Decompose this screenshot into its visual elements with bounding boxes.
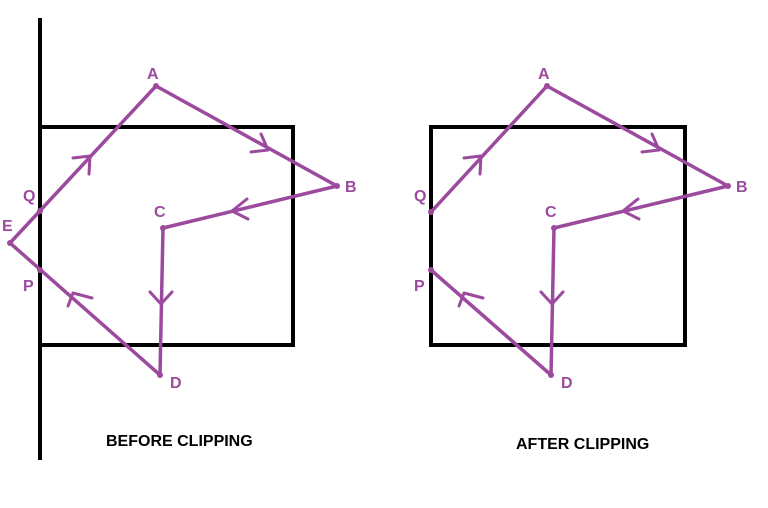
vertex-dots	[428, 83, 731, 378]
polygon-edges	[429, 84, 730, 377]
edge-qa	[429, 84, 549, 214]
direction-arrows	[457, 132, 661, 308]
clip-window	[38, 125, 295, 347]
arrow-on-dp	[457, 291, 485, 308]
vertex-q-dot	[428, 209, 434, 215]
vertex-p-dot	[428, 267, 434, 273]
label-b: B	[345, 179, 357, 196]
arrow-on-ab	[249, 132, 270, 154]
edge-bc	[552, 184, 730, 230]
vertex-p-dot	[37, 267, 43, 273]
arrow-on-ea	[71, 154, 92, 176]
edge-ea	[8, 84, 158, 245]
vertex-dots	[7, 83, 340, 378]
vertex-a-dot	[544, 83, 550, 89]
label-e: E	[2, 218, 13, 235]
label-c: C	[154, 204, 166, 221]
label-c: C	[545, 204, 557, 221]
label-d: D	[170, 375, 182, 392]
arrow-on-bc	[621, 197, 641, 221]
label-a: A	[538, 66, 550, 83]
label-q: Q	[414, 188, 426, 205]
edge-ab	[545, 84, 730, 188]
arrow-on-cd	[148, 290, 174, 306]
arrow-on-qa	[462, 154, 483, 176]
vertex-d-dot	[157, 372, 163, 378]
before-caption: BEFORE CLIPPING	[106, 433, 253, 450]
arrow-on-bc	[230, 197, 250, 221]
clip-window	[429, 125, 687, 347]
vertex-c-dot	[160, 225, 166, 231]
label-b: B	[736, 179, 748, 196]
label-q: Q	[23, 188, 35, 205]
label-p: P	[23, 278, 34, 295]
vertex-q-dot	[37, 208, 43, 214]
arrow-on-cd	[539, 290, 565, 306]
vertex-b-dot	[725, 183, 731, 189]
vertex-a-dot	[153, 83, 159, 89]
arrow-on-de	[66, 291, 94, 308]
vertex-b-dot	[334, 183, 340, 189]
label-a: A	[147, 66, 159, 83]
vertex-d-dot	[548, 372, 554, 378]
after-clipping-panel: A B C D P Q AFTER CLIPPING	[414, 66, 748, 453]
arrow-on-ab	[640, 132, 661, 154]
label-p: P	[414, 278, 425, 295]
polygon-edges	[8, 84, 339, 377]
edge-de	[8, 241, 162, 377]
label-d: D	[561, 375, 573, 392]
after-caption: AFTER CLIPPING	[516, 436, 649, 453]
before-clipping-panel: A B C D E P Q BEFORE CLIPPING	[2, 18, 357, 460]
edge-bc	[161, 184, 339, 230]
edge-ab	[154, 84, 339, 188]
vertex-c-dot	[551, 225, 557, 231]
direction-arrows	[66, 132, 270, 308]
edge-dp	[429, 268, 553, 377]
vertex-e-dot	[7, 240, 13, 246]
